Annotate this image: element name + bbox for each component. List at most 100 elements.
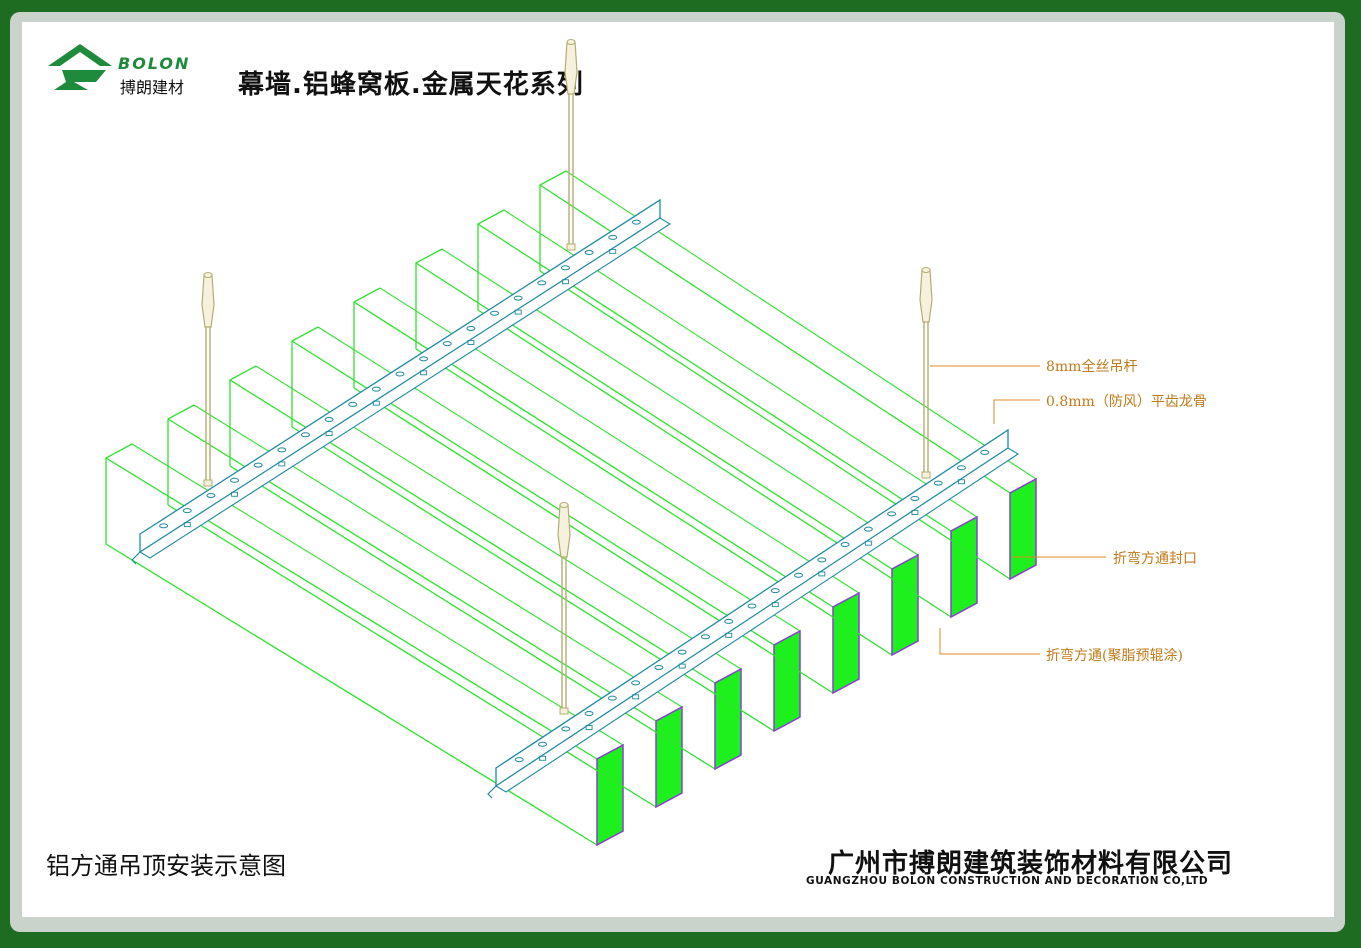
keel-slot: [277, 447, 287, 453]
keel-tooth: [420, 370, 428, 376]
keel-tooth: [609, 248, 617, 254]
tube-top-edge: [477, 223, 952, 532]
tube-bottom-edge: [105, 543, 598, 846]
company-name-cn: 广州市搏朗建筑装饰材料有限公司: [828, 849, 1234, 879]
keel-tooth: [514, 309, 522, 315]
keel-tooth: [539, 755, 546, 761]
diagram-title: 铝方通吊顶安装示意图: [46, 852, 286, 880]
bolon-logo-icon: [48, 44, 112, 90]
tube-end-cap: [891, 553, 919, 657]
tube-back-end: [539, 170, 567, 271]
callout-tube-end-cap: 折弯方通封口: [1113, 551, 1197, 567]
keel-tooth: [725, 632, 733, 638]
keel-tooth: [183, 522, 191, 528]
keel-slot: [910, 495, 920, 501]
keel-slot: [442, 341, 452, 347]
keel-slot: [794, 572, 804, 578]
tube-bottom-edge: [291, 426, 775, 732]
keel-slot: [677, 649, 687, 655]
tube-bottom-edge: [167, 504, 657, 808]
keel-slot: [300, 432, 310, 438]
keel-slot: [324, 417, 334, 423]
rod-nut: [566, 243, 576, 251]
keel-slot: [253, 462, 263, 468]
tube-back-end: [229, 365, 257, 466]
keel-slot: [607, 695, 617, 701]
rod-clip: [201, 274, 215, 328]
keel-slot: [230, 477, 240, 483]
keel-tooth: [632, 694, 640, 700]
tube-back-end: [353, 287, 381, 388]
keel-tooth: [678, 663, 686, 669]
keel-slot: [654, 664, 664, 670]
keel-slot: [584, 711, 594, 717]
keel-slot: [584, 250, 594, 256]
hanger-rod-1: [564, 39, 578, 251]
keel-slot: [395, 371, 405, 377]
rod-cap: [921, 267, 931, 273]
brand-name-en: BOLON: [118, 54, 191, 73]
rod-nut: [921, 471, 931, 479]
tube-back-end: [291, 326, 319, 427]
hanger-rod-group: [201, 39, 933, 715]
keel-tooth: [325, 431, 333, 436]
keel-slot: [466, 325, 476, 331]
tube-end-cap: [832, 591, 860, 695]
keel-slot: [608, 234, 618, 240]
tube-bottom-edge: [229, 465, 716, 770]
rod-nut: [203, 479, 213, 487]
tube-side-edge: [131, 443, 624, 746]
keel-tooth: [372, 400, 380, 406]
keel-tooth: [958, 479, 965, 485]
tube-end-cap: [596, 743, 624, 847]
keel-slot: [817, 557, 827, 563]
keel-slot: [182, 508, 192, 514]
rod-cap: [559, 502, 569, 508]
keel-tooth: [771, 602, 779, 608]
keel-slot: [490, 310, 500, 316]
rod-clip: [564, 41, 578, 95]
keel-flange: [138, 217, 672, 559]
leader-tube: [939, 628, 1040, 655]
series-title: 幕墙.铝蜂窝板.金属天花系列: [238, 70, 584, 100]
keel-rail-back: [131, 198, 672, 565]
keel-slot: [419, 356, 429, 362]
keel-slot: [206, 492, 216, 498]
keel-slot: [371, 386, 381, 392]
keel-tooth: [278, 461, 286, 467]
keel-slot: [561, 726, 571, 732]
hanger-rod-2: [201, 272, 215, 487]
keel-end: [131, 551, 141, 565]
hanger-rod-4: [557, 502, 571, 715]
rod-cap: [566, 39, 576, 45]
keel-tooth: [585, 725, 593, 730]
tube-end-cap: [773, 629, 801, 733]
leader-keel: [993, 399, 1040, 424]
tube-bottom-edge: [477, 309, 952, 618]
keel-tooth: [864, 540, 872, 546]
keel-slot: [956, 465, 966, 471]
keel-slot: [770, 588, 780, 594]
tube-back-end: [415, 248, 443, 349]
keel-end: [487, 785, 497, 799]
keel-tooth: [231, 491, 238, 497]
tube-back-end: [477, 209, 505, 310]
callout-square-tube: 折弯方通(聚脂预辊涂): [1046, 648, 1183, 664]
keel-slot: [724, 618, 734, 624]
hanger-rod-3: [919, 267, 933, 479]
rod-clip: [557, 504, 571, 558]
tube-end-cap: [714, 667, 742, 771]
tube-end-cap: [950, 515, 978, 619]
rod-nut: [559, 707, 569, 715]
keel-group: [131, 198, 1020, 799]
tube-end-cap: [1009, 477, 1037, 581]
brand-name-cn: 搏朗建材: [120, 78, 185, 97]
keel-tooth: [911, 510, 919, 515]
tube-bottom-edge: [415, 348, 893, 656]
callout-keel: 0.8mm（防风）平齿龙骨: [1046, 394, 1207, 410]
keel-slot: [560, 265, 570, 271]
callout-leader-group: [930, 365, 1106, 655]
keel-tooth: [562, 279, 569, 285]
keel-slot: [863, 526, 873, 532]
